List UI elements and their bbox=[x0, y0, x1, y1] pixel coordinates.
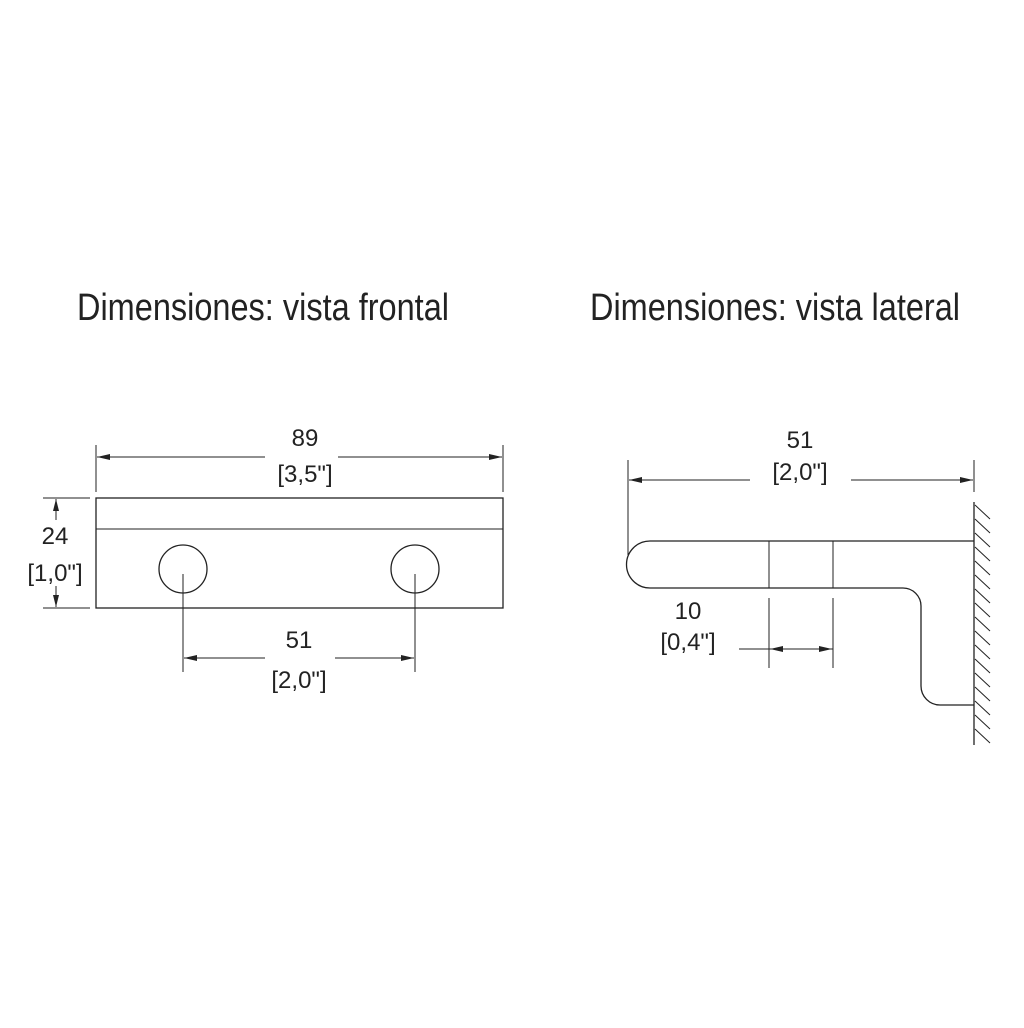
hatch-line bbox=[974, 560, 991, 576]
hatch-line bbox=[974, 714, 991, 730]
hatch-line bbox=[974, 574, 991, 590]
height-dimension: 24 [1,0"] bbox=[27, 497, 90, 609]
hatch-line bbox=[974, 504, 991, 520]
hole-spacing-dimension: 51 [2,0"] bbox=[182, 574, 416, 694]
hatch-line bbox=[974, 630, 991, 646]
hatch-line bbox=[974, 518, 991, 534]
hatch-line bbox=[974, 532, 991, 548]
thickness-in-label: [0,4"] bbox=[660, 629, 715, 656]
front-view: 89 [3,5"] 24 [1,0"] 51 [2,0"] bbox=[27, 425, 504, 694]
front-view-title: Dimensiones: vista frontal bbox=[77, 287, 449, 329]
hatch-line bbox=[974, 728, 991, 744]
width-dimension: 89 [3,5"] bbox=[95, 425, 504, 492]
wall-hatch bbox=[973, 502, 991, 745]
hatch-line bbox=[974, 644, 991, 660]
depth-dimension: 51 [2,0"] bbox=[627, 427, 975, 555]
hatch-line bbox=[974, 658, 991, 674]
side-view: 51 [2,0"] 10 [0,4"] bbox=[625, 427, 991, 745]
thickness-dimension: 10 [0,4"] bbox=[660, 598, 834, 668]
side-view-title: Dimensiones: vista lateral bbox=[590, 287, 960, 329]
hole-spacing-mm-label: 51 bbox=[286, 627, 313, 654]
plate-outline bbox=[95, 497, 504, 609]
depth-in-label: [2,0"] bbox=[772, 459, 827, 486]
bracket-profile bbox=[625, 540, 974, 706]
hatch-line bbox=[974, 602, 991, 618]
hole-spacing-in-label: [2,0"] bbox=[271, 667, 326, 694]
depth-mm-label: 51 bbox=[787, 427, 814, 454]
hatch-line bbox=[974, 700, 991, 716]
height-in-label: [1,0"] bbox=[27, 560, 82, 587]
width-mm-label: 89 bbox=[292, 425, 319, 452]
height-mm-label: 24 bbox=[42, 523, 69, 550]
hatch-line bbox=[974, 588, 991, 604]
hatch-line bbox=[974, 616, 991, 632]
hatch-line bbox=[974, 672, 991, 688]
hatch-line bbox=[974, 686, 991, 702]
hatch-line bbox=[974, 546, 991, 562]
thickness-mm-label: 10 bbox=[675, 598, 702, 625]
width-in-label: [3,5"] bbox=[277, 461, 332, 488]
